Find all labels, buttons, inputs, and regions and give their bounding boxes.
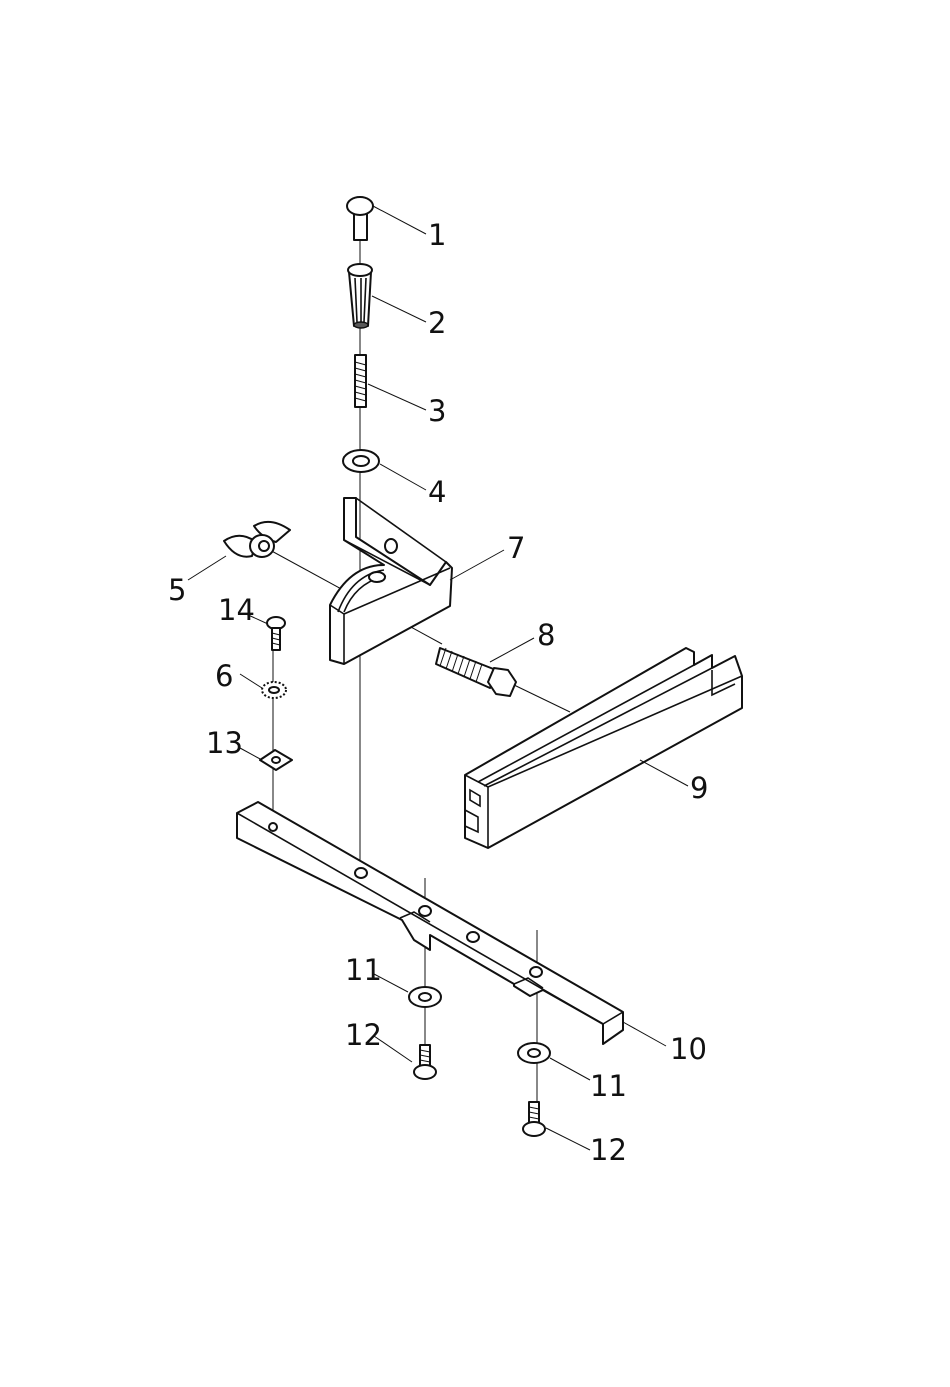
part-6-lock-washer xyxy=(262,682,286,698)
callout-5: 5 xyxy=(168,573,186,607)
callout-11-left: 11 xyxy=(345,953,382,987)
callout-1: 1 xyxy=(428,218,446,252)
part-5-wing-nut xyxy=(224,522,290,557)
part-11-washer-right xyxy=(518,1043,550,1063)
callout-3: 3 xyxy=(428,394,446,428)
callout-10: 10 xyxy=(670,1032,707,1066)
callout-9: 9 xyxy=(690,771,708,805)
part-8-hex-bolt xyxy=(436,648,516,696)
callout-6: 6 xyxy=(215,659,233,693)
part-10-miter-bar xyxy=(237,802,623,1044)
callout-13: 13 xyxy=(206,726,243,760)
callout-12-right: 12 xyxy=(590,1133,627,1167)
callout-8: 8 xyxy=(537,618,555,652)
callout-11-right: 11 xyxy=(590,1069,627,1103)
part-13-square-nut xyxy=(260,750,292,770)
callout-7: 7 xyxy=(507,531,525,565)
part-14-screw xyxy=(267,617,285,650)
part-12-screw-left xyxy=(414,1045,436,1079)
callout-12-left: 12 xyxy=(345,1018,382,1052)
part-2-knob xyxy=(348,264,372,328)
part-11-washer-left xyxy=(409,987,441,1007)
part-1-pin xyxy=(347,197,373,240)
part-3-threaded-stud xyxy=(355,355,366,407)
callout-4: 4 xyxy=(428,475,446,509)
part-4-washer xyxy=(343,450,379,472)
callout-2: 2 xyxy=(428,306,446,340)
callout-14: 14 xyxy=(218,593,255,627)
part-12-screw-right xyxy=(523,1102,545,1136)
